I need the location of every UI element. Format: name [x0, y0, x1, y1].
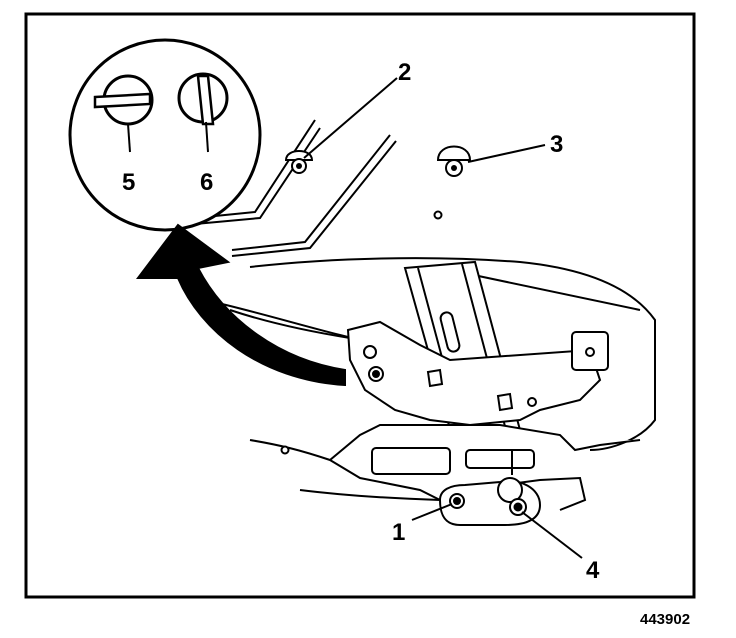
callout-5: 5 [122, 169, 135, 196]
callout-1: 1 [392, 519, 405, 546]
figure-number: 443902 [640, 611, 690, 628]
small-hole [433, 210, 443, 220]
leader-lines [303, 77, 583, 559]
callout-3: 3 [550, 131, 563, 158]
regulator-plate [346, 320, 609, 427]
rivet-3 [436, 145, 472, 177]
callout-4: 4 [586, 557, 600, 584]
magnify-arrow [135, 223, 346, 387]
detail-magnifier [68, 38, 262, 232]
fastener-5-slot-horizontal [93, 74, 154, 126]
fastener-6-slot-vertical [177, 72, 229, 126]
callout-6: 6 [200, 169, 213, 196]
callout-2: 2 [398, 59, 411, 86]
lower-bracket [438, 477, 542, 526]
